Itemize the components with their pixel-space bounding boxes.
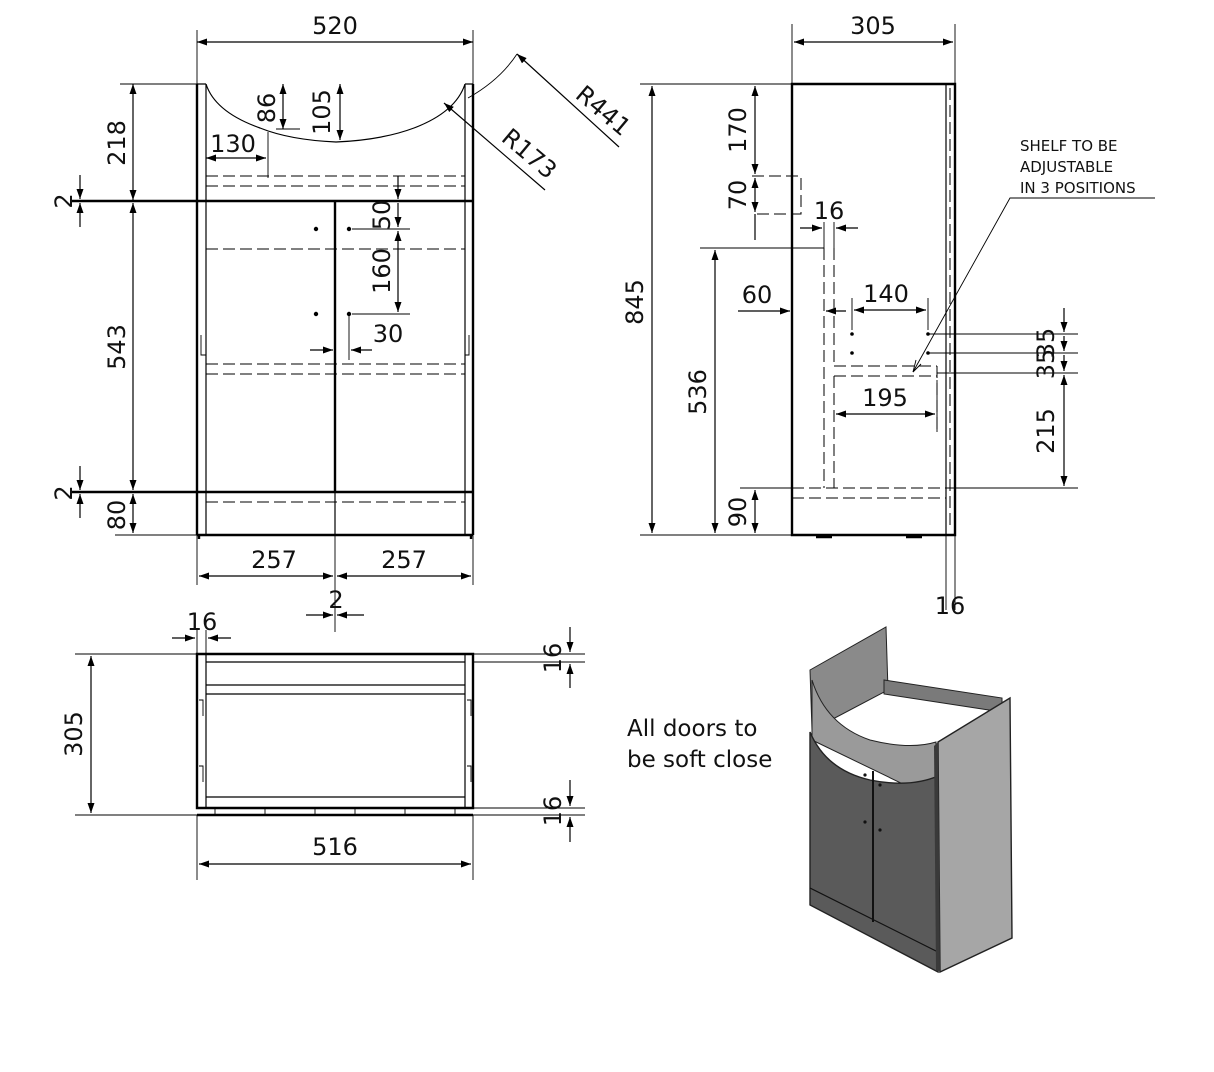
dim-side-depth: 305 [850, 12, 896, 40]
dim-handle-offset: 30 [373, 320, 404, 348]
unit-render [809, 626, 1013, 974]
dim-plinth: 80 [103, 500, 131, 531]
dim-gap-bottom: 2 [50, 485, 78, 500]
dim-handle-top: 50 [368, 200, 396, 231]
dim-hole-span: 140 [863, 280, 909, 308]
dim-plan-depth: 305 [60, 711, 88, 757]
dim-shelf-pitch-a: 35 [1032, 328, 1060, 359]
dim-plan-width: 516 [312, 833, 358, 861]
dim-top-height: 218 [103, 120, 131, 166]
front-view [195, 83, 475, 539]
dim-base-height: 90 [724, 497, 752, 528]
dim-shelf-setback: 60 [742, 281, 773, 309]
dim-shelf-pitch-b: 35 [1032, 349, 1060, 380]
dim-width: 520 [312, 12, 358, 40]
dim-plan-side: 16 [187, 608, 218, 636]
soft-close-line-1: All doors to [627, 716, 757, 742]
dim-gap-top: 2 [50, 193, 78, 208]
dim-shelf-height: 215 [1032, 408, 1060, 454]
dim-internal-height: 536 [684, 369, 712, 415]
dim-plan-front: 16 [539, 643, 567, 674]
dim-door-right: 257 [381, 546, 427, 574]
dim-door-left: 257 [251, 546, 297, 574]
dim-door-height: 543 [103, 324, 131, 370]
dim-radius-inner: R173 [496, 123, 562, 185]
shelf-note-line-3: IN 3 POSITIONS [1020, 179, 1136, 197]
dim-door-gap: 2 [328, 586, 343, 614]
dim-handle-spacing: 160 [368, 248, 396, 294]
soft-close-line-2: be soft close [627, 747, 772, 773]
dim-top-rail: 170 [724, 107, 752, 153]
dim-back-thickness: 16 [935, 592, 966, 620]
shelf-note-line-1: SHELF TO BE [1020, 137, 1118, 155]
side-dimensions: 305 845 170 70 16 536 60 140 [621, 12, 1155, 620]
plan-dimensions: 16 305 16 16 516 [60, 608, 585, 880]
dim-basin-a: 86 [253, 93, 281, 124]
shelf-note-line-2: ADJUSTABLE [1020, 158, 1113, 176]
front-dimensions: 520 218 2 543 2 80 86 105 130 [50, 12, 636, 632]
dim-plan-back: 16 [539, 796, 567, 827]
dim-panel-thickness: 16 [814, 197, 845, 225]
dim-total-height: 845 [621, 279, 649, 325]
dim-basin-offset: 130 [210, 130, 256, 158]
dim-basin-b: 105 [308, 89, 336, 135]
dim-rail: 70 [724, 180, 752, 211]
dim-shelf-depth: 195 [862, 384, 908, 412]
soft-close-note: All doors to be soft close [627, 716, 772, 773]
plan-view [195, 652, 475, 817]
